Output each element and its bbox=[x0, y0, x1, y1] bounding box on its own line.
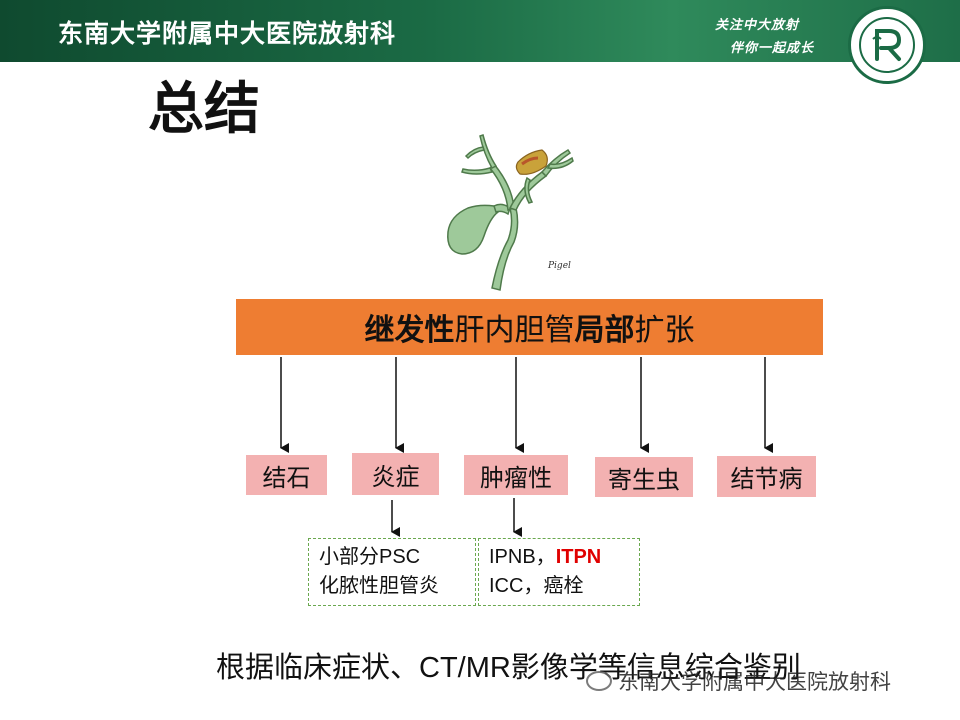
category-stones: 结石 bbox=[246, 455, 327, 495]
illustration-signature: Pigel bbox=[547, 261, 571, 271]
slogan-line-1: 关注中大放射 bbox=[715, 18, 800, 33]
header-banner: 东南大学附属中大医院放射科 关注中大放射 伴你一起成长 bbox=[0, 0, 960, 62]
category-inflammation: 炎症 bbox=[352, 453, 439, 495]
tumor-detail-itpn: ITPN bbox=[555, 546, 602, 568]
inflammation-detail-line2: 化脓性胆管炎 bbox=[319, 575, 439, 597]
inflammation-detail-box: 小部分PSC 化脓性胆管炎 bbox=[308, 538, 476, 606]
page-title: 总结 bbox=[148, 77, 260, 142]
biliary-tree-illustration: Pigel bbox=[447, 134, 574, 291]
watermark: 东南大学附属中大医院放射科 bbox=[586, 666, 891, 696]
main-box-part3: 局部 bbox=[574, 313, 635, 348]
tumor-detail-line1: IPNB，ITPN bbox=[489, 543, 629, 572]
wechat-icon bbox=[586, 671, 612, 691]
main-box-part1: 继发性 bbox=[364, 313, 455, 348]
category-sarcoidosis: 结节病 bbox=[717, 456, 816, 497]
watermark-text: 东南大学附属中大医院放射科 bbox=[618, 670, 891, 694]
main-category-box: 继发性肝内胆管局部扩张 bbox=[236, 299, 823, 355]
tumor-detail-ipnb: IPNB， bbox=[489, 546, 556, 568]
header-title: 东南大学附属中大医院放射科 bbox=[58, 19, 397, 48]
tumor-detail-line2: ICC，癌栓 bbox=[489, 575, 584, 597]
tumor-detail-box: IPNB，ITPN ICC，癌栓 bbox=[478, 538, 640, 606]
conclusion-text: 根据临床症状、CT/MR影像学等信息综合鉴别 bbox=[216, 652, 801, 684]
inflammation-detail-line1: 小部分PSC bbox=[319, 546, 421, 568]
main-box-part2: 肝内胆管 bbox=[454, 313, 575, 348]
slogan-line-2: 伴你一起成长 bbox=[730, 41, 815, 56]
logo-r-icon bbox=[872, 29, 902, 61]
category-tumor: 肿瘤性 bbox=[464, 455, 568, 495]
main-box-part4: 扩张 bbox=[634, 313, 695, 348]
category-parasite: 寄生虫 bbox=[595, 457, 693, 497]
logo-emblem bbox=[859, 17, 915, 73]
hospital-logo bbox=[848, 6, 926, 84]
